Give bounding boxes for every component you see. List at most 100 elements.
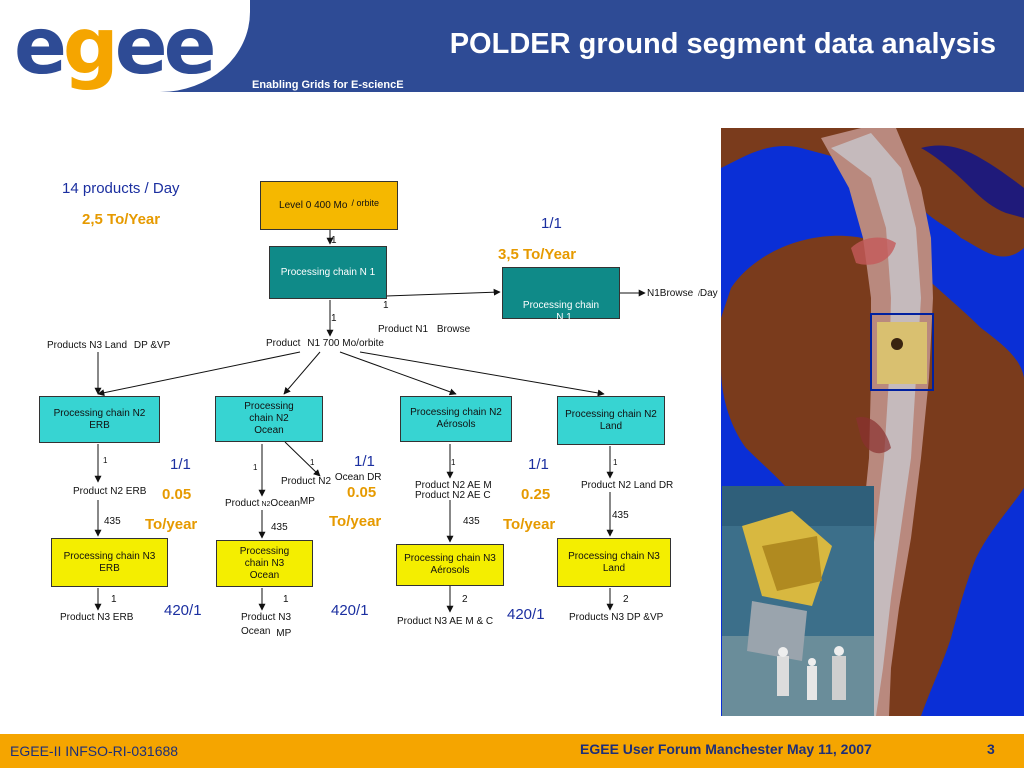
product-n2-aer-m: Product N2 AE M [415,480,492,491]
n1-browse-day-browse: Browse [659,288,694,299]
products-n3-land-top-b: DP &VP [133,340,171,351]
count-erb-bottom: 1 [111,594,117,605]
count-aer-bottom: 2 [462,594,468,605]
ratio-n2-ocean: 1/1 [354,453,375,470]
volume-n2-ocean-value: 0.05 [347,484,377,501]
volume-n2-ocean-unit: To/year [329,513,382,530]
summary-products: 14 products / Day [62,180,180,197]
product-n2-ocean-mp-c: Ocean [270,498,300,509]
ratio-browse: 1/1 [541,215,562,232]
product-n2-ocean-mp-b: N2 [261,501,271,508]
chain-n3-erb-box: Processing chain N3 ERB [51,538,168,587]
product-n3-ocean-line1: Product N3 [241,612,292,623]
product-n3-ocean-line2: Ocean MP [241,626,292,639]
chain-n1-browse-box: Processing chain N 1 Browse [502,267,620,351]
product-n3-ocean-c: MP [276,628,292,639]
product-n2-erb: Product N2 ERB [73,486,147,497]
chain-n1-browse-line2: Browse [544,340,578,351]
product-n1-700-a: Product [266,338,301,349]
count-level0: 1 [331,235,337,246]
n1-browse-day-n1: N1 [647,288,660,299]
arrow-product-to-n2-ocean [283,351,321,395]
slide-header: egee POLDER ground segment data analysis… [0,0,1024,92]
product-n2-ocean-dr: Product N2 Ocean DR [281,472,382,487]
product-n2-ocean-dr-c: DR [367,472,382,483]
ratio-n2-erb: 1/1 [170,456,191,473]
arrow-n1-to-browse [385,288,501,297]
count-ocean-bottom: 1 [283,594,289,605]
egee-logo: egee [14,2,217,92]
volume-n2-erb-value: 0.05 [162,486,192,503]
slide-footer: EGEE-II INFSO-RI-031688 EGEE User Forum … [0,734,1024,768]
volume-n2-land-value: 0.25 [521,486,551,503]
volume-n2-land-unit: To/year [503,516,556,533]
product-n2-land-dr: Product N2 Land DR [581,480,674,491]
chain-n1-browse-line1: Processing chain [522,300,600,311]
slide-title: POLDER ground segment data analysis [449,28,996,60]
satellite-photo [722,486,874,716]
slide-subtitle: Enabling Grids for E-sciencE [252,79,404,91]
chain-n2-ocean-box: Processing chain N2 Ocean [215,396,323,442]
count-land-bottom: 2 [623,594,629,605]
product-n2-ocean-mp-a: Product [225,498,260,509]
product-n2-ocean-dr-b: Ocean [334,472,365,483]
count-land-435: 435 [612,510,629,521]
footer-page-number: 3 [987,741,995,757]
count-ocean-1: 1 [253,463,258,472]
chain-n2-aerosols-box: Processing chain N2 Aérosols [400,396,512,442]
product-n1-browse: Product N1 Browse [378,324,470,335]
chain-n1-box: Processing chain N 1 [269,246,387,299]
product-n1-700-c: Mo/orbite [342,338,384,349]
chain-n3-land-box: Processing chain N3 Land [557,538,671,587]
product-n2-ocean-mp-d: MP [299,496,315,507]
ratio-n3-erb: 420/1 [164,602,202,619]
level0-box: Level 0 400 Mo / orbite [260,181,398,230]
arrow-product-to-n2-land [359,351,605,397]
n1-browse-day-slash: / [697,291,700,298]
count-land-top: 1 [613,458,618,467]
n1-browse-day-day: Day [699,288,718,299]
product-n1-browse-a: Product N1 [378,324,429,335]
arrow-product-to-n2-aer [339,351,457,396]
products-n3-land-top: Products N3 Land DP &VP [47,340,170,351]
volume-browse: 3,5 To/Year [498,246,577,263]
products-n3-land-top-a: Products N3 Land [47,340,128,351]
footer-project-id: EGEE-II INFSO-RI-031688 [10,743,179,759]
arrow-n2ocean-to-dr [284,441,321,477]
ratio-n2-land: 1/1 [528,456,549,473]
level0-suffix: / orbite [351,197,379,208]
product-n1-browse-b: Browse [436,324,471,335]
chain-n2-erb-box: Processing chain N2 ERB [39,396,160,443]
header-subtitle-band [0,78,1024,92]
count-aer-435: 435 [463,516,480,527]
count-erb-top: 1 [103,456,108,465]
arrow-product-to-n2-erb [97,351,301,397]
logo-background [0,0,250,92]
footer-event: EGEE User Forum Manchester May 11, 2007 [580,741,872,757]
product-n2-aer-c: Product N2 AE C [415,490,491,501]
summary-volume: 2,5 To/Year [82,211,161,228]
ratio-n3-aer: 420/1 [507,606,545,623]
count-n1: 1 [331,313,337,324]
volume-n2-erb-unit: To/year [145,516,198,533]
ratio-n3-ocean: 420/1 [331,602,369,619]
count-erb-435: 435 [104,516,121,527]
count-browse: 1 [383,300,389,311]
count-aer-top: 1 [451,458,456,467]
chain-n2-land-box: Processing chain N2 Land [557,396,665,445]
n1-browse-day: N1Browse /Day [647,288,718,300]
product-n3-ocean-b: Ocean [241,626,271,637]
product-n3-erb: Product N3 ERB [60,612,134,623]
product-n3-aer: Product N3 AE M & C [397,616,494,627]
chain-n3-ocean-box: Processing chain N3 Ocean [216,540,313,587]
product-n3-land: Products N3 DP &VP [569,612,664,623]
product-n2-ocean-dr-a: Product N2 [281,476,332,487]
chain-n3-aerosols-box: Processing chain N3 Aérosols [396,544,504,586]
chain-n1-browse-n1: N 1 [556,312,572,323]
product-n1-700-b: N1 700 [307,338,340,349]
level0-label: Level 0 400 Mo [279,199,348,211]
count-ocean-435: 435 [271,522,288,533]
count-ocean-2: 1 [310,458,315,467]
